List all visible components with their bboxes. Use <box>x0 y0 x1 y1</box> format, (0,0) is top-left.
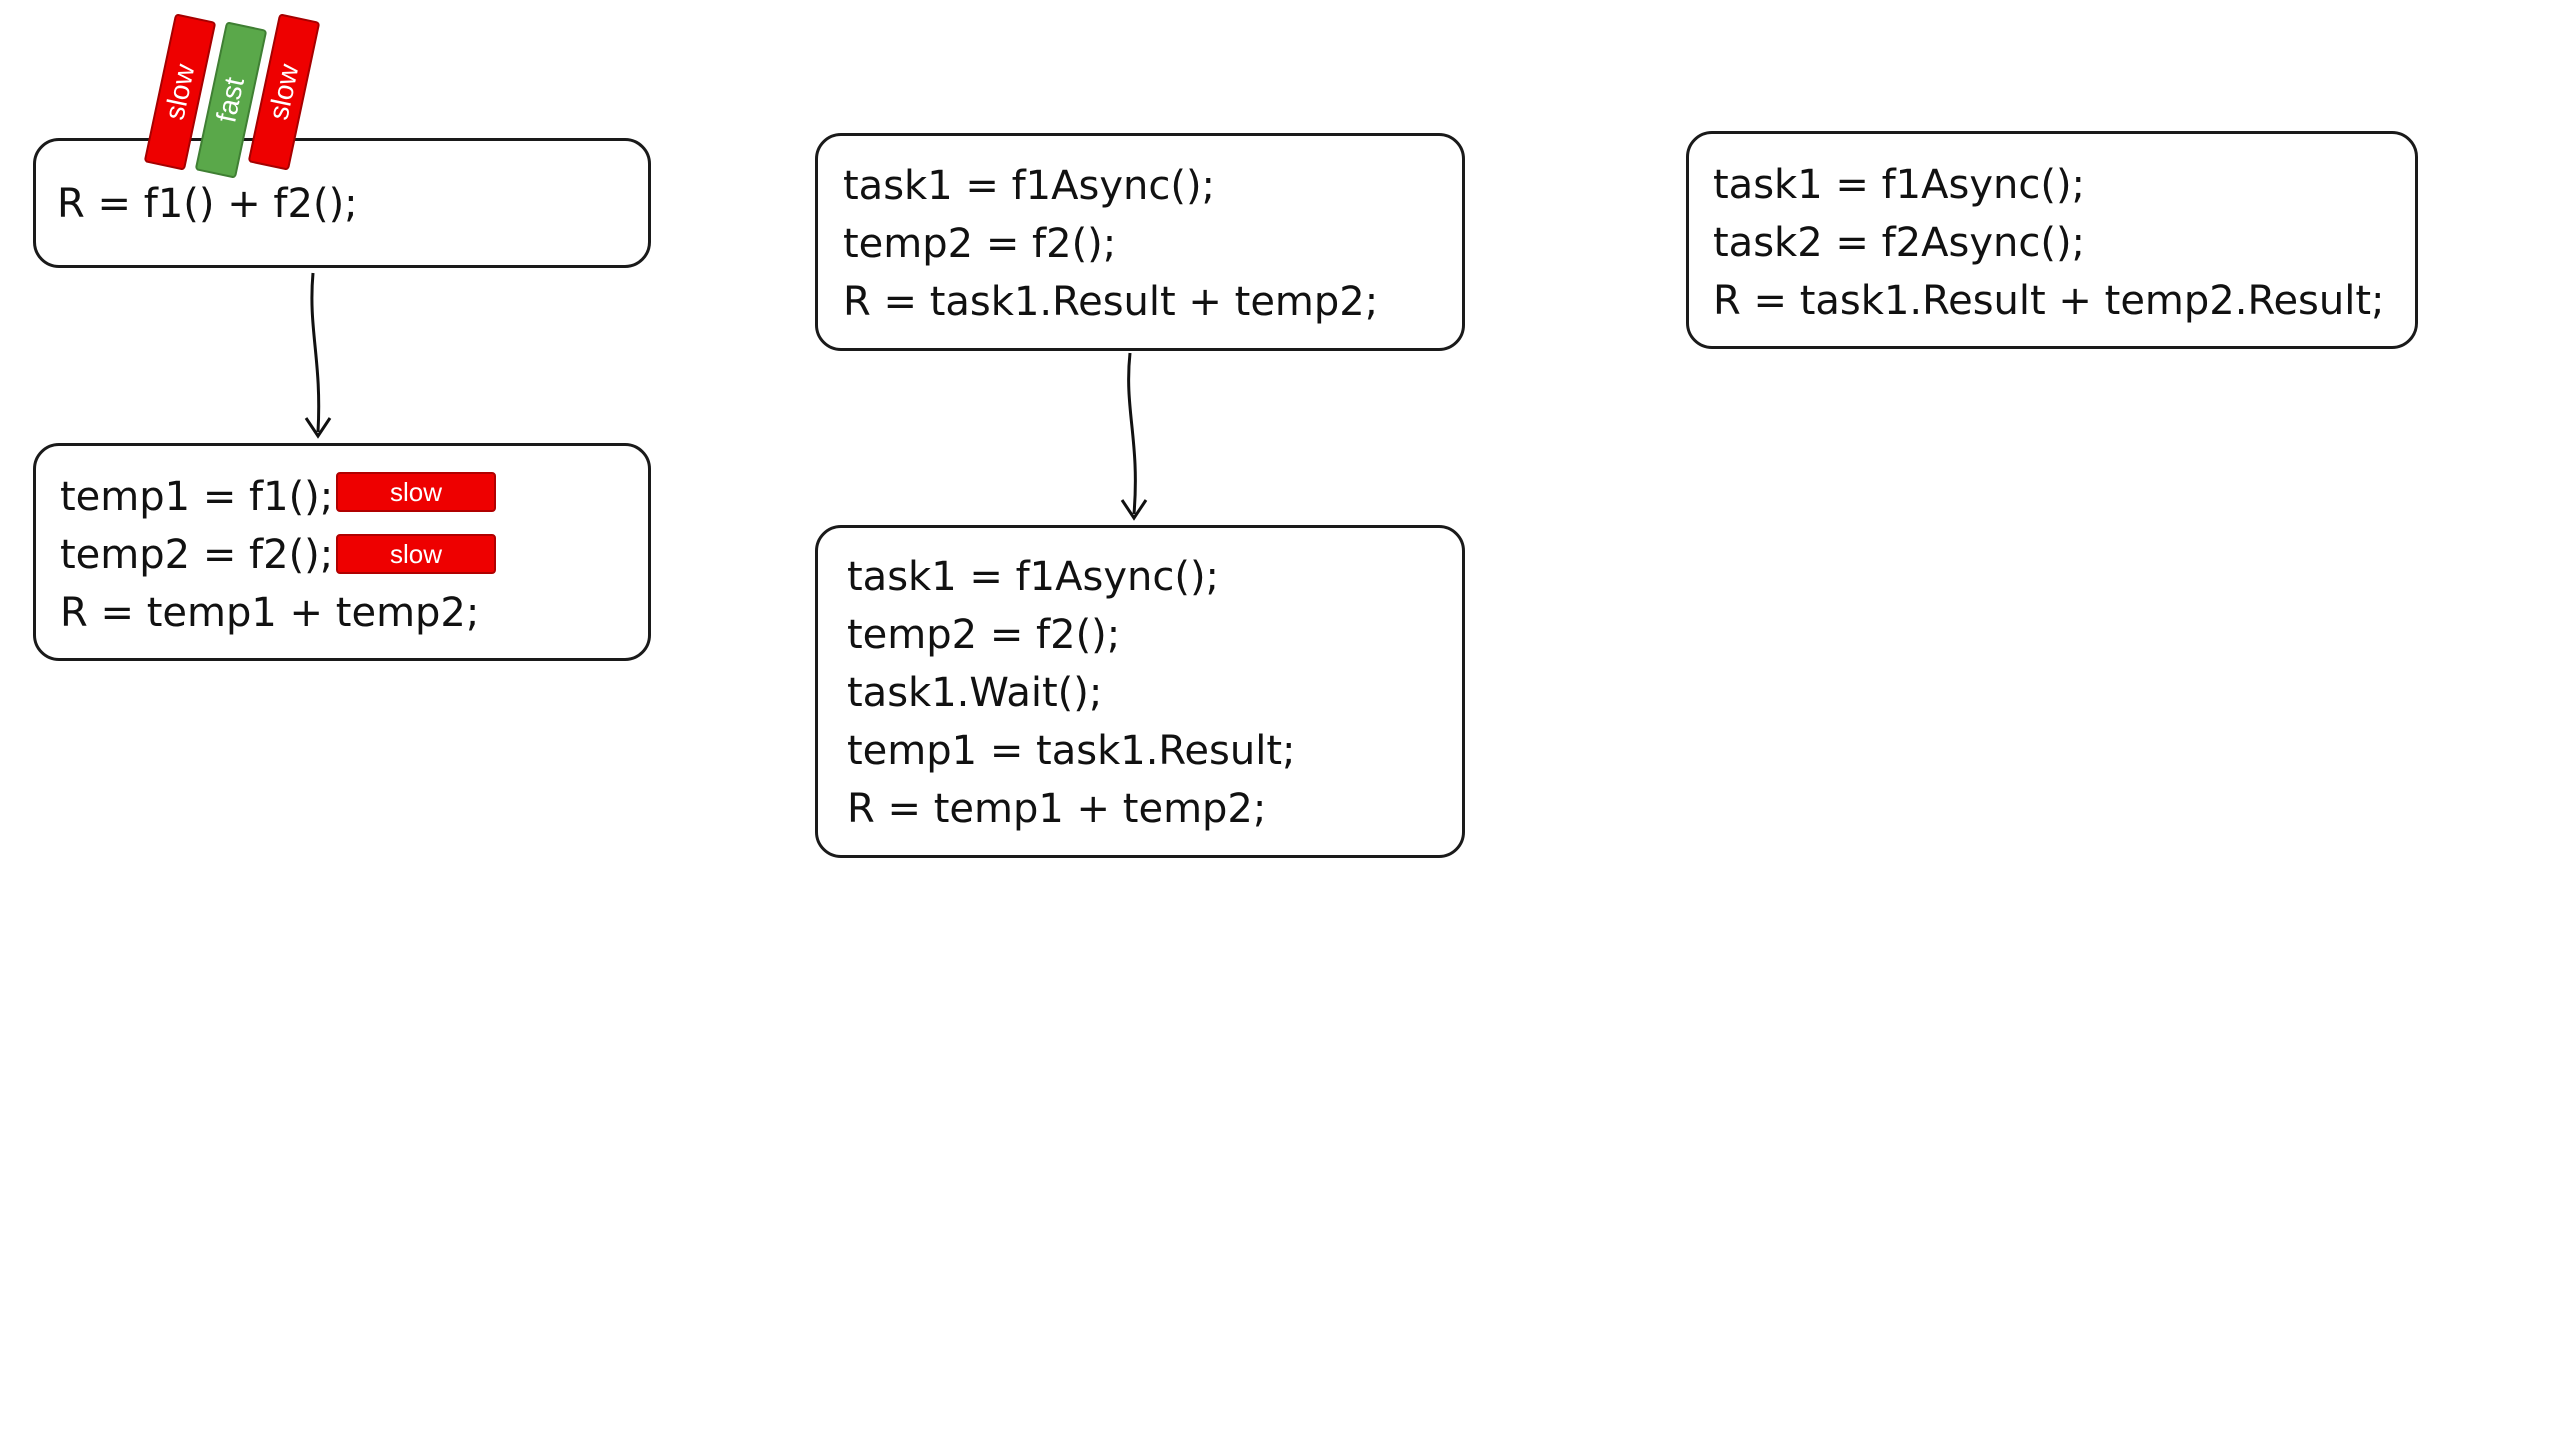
arrow-one-async-to-expanded <box>1127 352 1137 515</box>
arrowhead-original-to-sequential <box>304 417 332 439</box>
code-line: task1.Wait(); <box>847 670 1103 716</box>
code-line: R = task1.Result + temp2.Result; <box>1713 278 2385 324</box>
code-line: task1 = f1Async(); <box>1713 162 2086 208</box>
code-line: R = task1.Result + temp2; <box>843 279 1379 325</box>
tag-label: fast <box>210 74 251 126</box>
tag-label: slow <box>158 61 201 123</box>
tag-label: slow <box>262 61 305 123</box>
slow-tag-temp1: slow <box>336 472 496 512</box>
code-line: temp1 = f1(); <box>60 474 334 520</box>
box-original-expression <box>33 138 651 268</box>
code-line: R = temp1 + temp2; <box>60 590 480 636</box>
code-line: R = f1() + f2(); <box>57 181 358 227</box>
code-line: task2 = f2Async(); <box>1713 220 2086 266</box>
arrow-original-to-sequential <box>310 272 321 433</box>
code-line: temp2 = f2(); <box>843 221 1117 267</box>
box-one-async-expanded <box>815 525 1465 858</box>
box-one-async <box>815 133 1465 351</box>
code-line: temp2 = f2(); <box>60 532 334 578</box>
code-line: R = temp1 + temp2; <box>847 786 1267 832</box>
code-line: temp1 = task1.Result; <box>847 728 1296 774</box>
slow-tag-temp2: slow <box>336 534 496 574</box>
code-line: temp2 = f2(); <box>847 612 1121 658</box>
arrowhead-one-async-to-expanded <box>1120 499 1148 521</box>
code-line: task1 = f1Async(); <box>843 163 1216 209</box>
code-line: task1 = f1Async(); <box>847 554 1220 600</box>
box-two-async <box>1686 131 2418 349</box>
